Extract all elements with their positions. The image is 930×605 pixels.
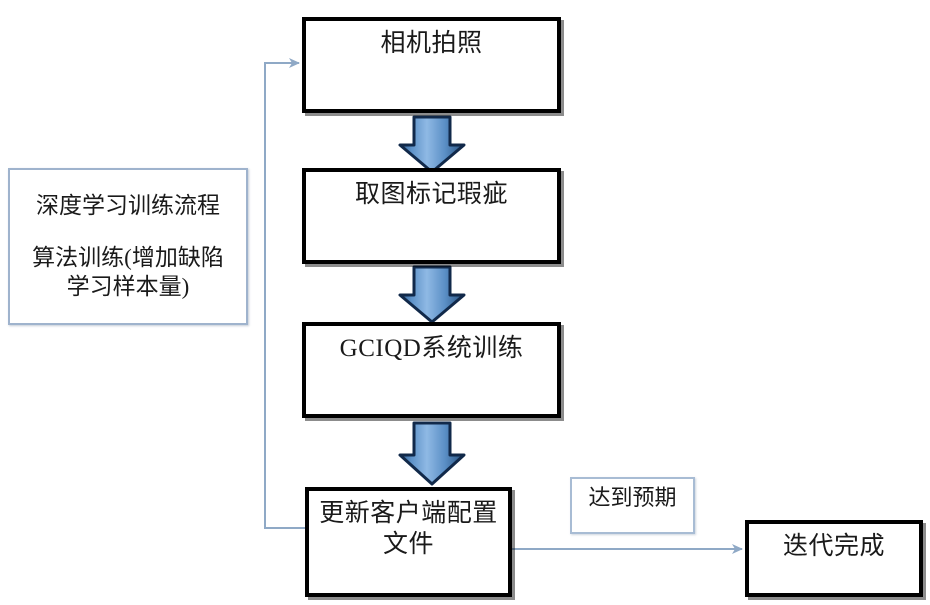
note-line-detail: 算法训练(增加缺陷 学习样本量): [32, 244, 224, 300]
connector-mark-to-gciqd: [398, 265, 466, 324]
process-label-iteration-complete: 迭代完成: [782, 533, 885, 560]
deep-learning-training-note: 深度学习训练流程 算法训练(增加缺陷 学习样本量): [8, 168, 248, 325]
process-label-mark-defects: 取图标记瑕疵: [354, 181, 508, 208]
connector-update-feedback-to-camera: [264, 58, 305, 529]
process-label-camera: 相机拍照: [380, 30, 483, 57]
process-box-mark-defects[interactable]: 取图标记瑕疵: [302, 168, 561, 264]
connector-gciqd-to-update: [398, 421, 466, 486]
note-line-title: 深度学习训练流程: [36, 192, 220, 218]
process-box-camera[interactable]: 相机拍照: [302, 17, 561, 113]
edge-label-meets-expectation: 达到预期: [570, 477, 695, 534]
process-label-update-client-config: 更新客户端配置 文件: [319, 500, 498, 558]
process-box-gciqd-training[interactable]: GCIQD系统训练: [302, 322, 561, 418]
connector-camera-to-mark: [398, 115, 466, 174]
process-box-update-client-config[interactable]: 更新客户端配置 文件: [305, 487, 512, 597]
process-box-iteration-complete[interactable]: 迭代完成: [745, 520, 923, 597]
process-label-gciqd-training: GCIQD系统训练: [339, 335, 524, 362]
edge-label-text: 达到预期: [588, 485, 677, 510]
